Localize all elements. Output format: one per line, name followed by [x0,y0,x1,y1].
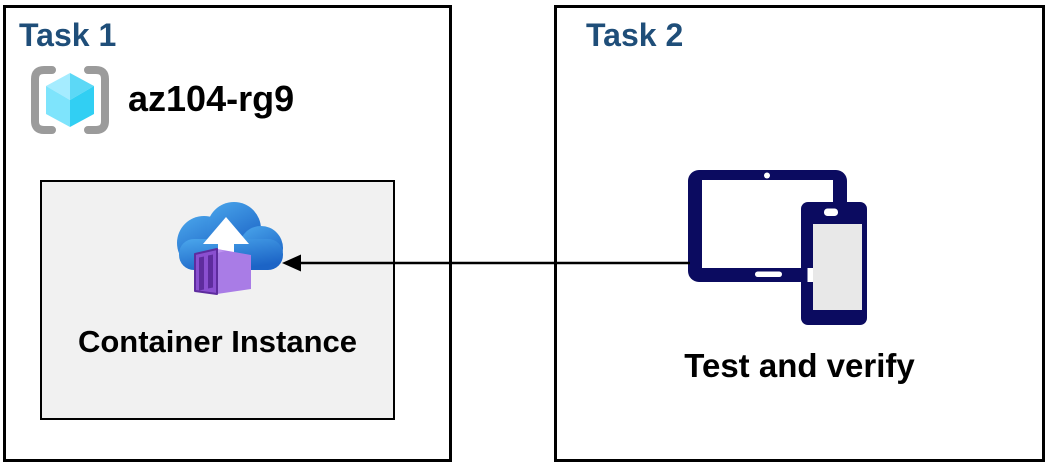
upload-arrow-head [203,217,249,244]
test-and-verify-caption: Test and verify [684,347,915,384]
devices-icon [688,170,867,325]
task1-panel: Task 1 az104-rg9 [3,5,452,462]
phone-screen [813,224,862,310]
tablet-home-bar [755,271,782,277]
cube-top-right-face [70,73,94,100]
container-side-face [217,249,251,294]
arrow-head [282,254,301,272]
arrow-left-icon [282,254,690,272]
bracket-left [31,66,56,134]
container-instance-box: Container Instance [40,180,395,420]
cube-left-face [46,86,70,127]
cube-right-face [70,86,94,127]
container-front-face [194,248,218,295]
tablet-camera-dot [764,172,770,179]
phone-edge-notch [807,268,814,282]
container-instances-icon [177,202,283,295]
container-instance-label: Container Instance [77,324,358,359]
phone-speaker-slot [824,208,838,216]
task2-title: Task 2 [586,17,684,53]
resource-group-icon [31,66,109,134]
container-door-stripe-1 [199,256,204,291]
task1-title: Task 1 [19,17,117,53]
task2-panel: Task 2 Test and verify [554,5,1045,462]
bracket-right [84,66,109,134]
cube-top-left-face [46,73,70,100]
container-door-stripe-2 [208,254,213,289]
resource-group-name: az104-rg9 [128,78,295,119]
